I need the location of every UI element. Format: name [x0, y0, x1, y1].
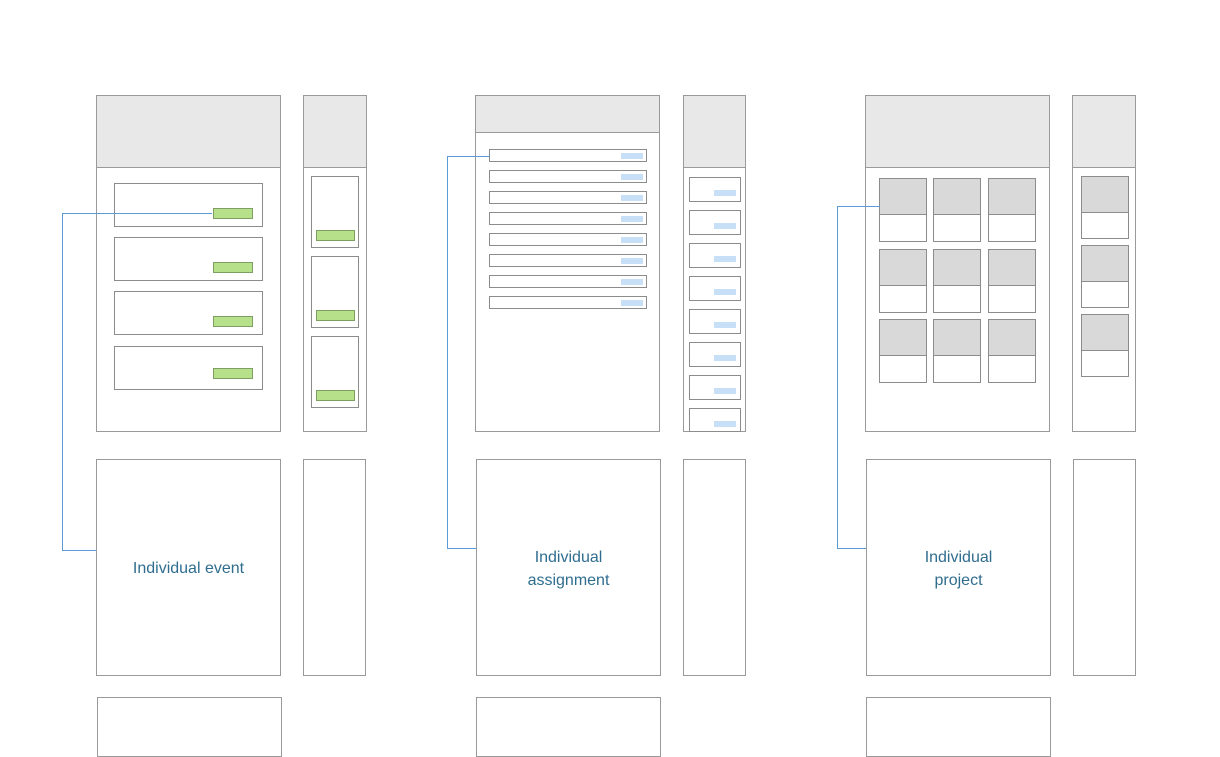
project-tile[interactable]	[933, 249, 981, 313]
assignment-row[interactable]	[489, 191, 647, 204]
assignment-row[interactable]	[489, 296, 647, 309]
project-grid-mobile	[1072, 95, 1136, 432]
event-list-header	[97, 96, 280, 168]
assignment-row-tag	[621, 174, 643, 180]
assignment-row-mobile[interactable]	[689, 210, 741, 235]
project-grid-desktop	[865, 95, 1050, 432]
event-card[interactable]	[114, 237, 263, 281]
event-list-mobile	[303, 95, 367, 432]
event-card[interactable]	[114, 346, 263, 390]
event-list-desktop	[96, 95, 281, 432]
project-next-page	[866, 697, 1051, 757]
project-tile-image	[934, 179, 980, 215]
project-detail-mobile	[1073, 459, 1136, 676]
event-detail-label: Individual event	[132, 560, 245, 577]
assignment-row-tag	[714, 256, 736, 262]
project-tile-mobile[interactable]	[1081, 176, 1129, 239]
project-detail-desktop: Individual project	[866, 459, 1051, 676]
assignment-row-tag	[621, 195, 643, 201]
project-tile-image	[1082, 246, 1128, 282]
event-card-button[interactable]	[213, 368, 253, 379]
assignment-list-desktop	[475, 95, 660, 432]
event-card-mobile[interactable]	[311, 336, 359, 408]
assignment-row[interactable]	[489, 212, 647, 225]
assignment-row-tag	[621, 216, 643, 222]
event-card-button[interactable]	[213, 208, 253, 219]
assignment-row-mobile[interactable]	[689, 177, 741, 202]
project-tile-image	[989, 250, 1035, 286]
assignment-row-mobile[interactable]	[689, 309, 741, 334]
assignment-row-tag	[714, 355, 736, 361]
assignment-row-tag	[714, 190, 736, 196]
assignment-row-mobile[interactable]	[689, 375, 741, 400]
assignment-detail-desktop: Individual assignment	[476, 459, 661, 676]
assignment-row[interactable]	[489, 233, 647, 246]
project-tile-mobile[interactable]	[1081, 314, 1129, 377]
event-detail-desktop: Individual event	[96, 459, 281, 676]
project-tile[interactable]	[988, 178, 1036, 242]
event-connector	[62, 213, 212, 551]
project-tile-image	[880, 179, 926, 215]
event-next-page	[97, 697, 282, 757]
event-card-button[interactable]	[316, 390, 355, 401]
project-tile[interactable]	[988, 249, 1036, 313]
assignment-connector-bottom	[447, 548, 477, 549]
project-grid-mobile-header	[1073, 96, 1135, 168]
assignment-row[interactable]	[489, 170, 647, 183]
assignment-row[interactable]	[489, 275, 647, 288]
assignment-list-mobile-header	[684, 96, 745, 168]
project-tile[interactable]	[879, 319, 927, 383]
assignment-row-tag	[714, 322, 736, 328]
project-tile[interactable]	[933, 319, 981, 383]
event-card-mobile[interactable]	[311, 256, 359, 328]
assignment-row-tag	[714, 388, 736, 394]
event-card-button[interactable]	[213, 262, 253, 273]
assignment-row-tag	[621, 279, 643, 285]
assignment-row-tag	[621, 258, 643, 264]
event-card[interactable]	[114, 183, 263, 227]
event-card-button[interactable]	[316, 230, 355, 241]
assignment-row-mobile[interactable]	[689, 276, 741, 301]
event-card-mobile[interactable]	[311, 176, 359, 248]
project-tile-image	[934, 250, 980, 286]
project-tile[interactable]	[879, 249, 927, 313]
assignment-row-tag	[621, 237, 643, 243]
event-card[interactable]	[114, 291, 263, 335]
project-tile-image	[880, 250, 926, 286]
event-card-button[interactable]	[316, 310, 355, 321]
event-detail-mobile	[303, 459, 366, 676]
event-card-button[interactable]	[213, 316, 253, 327]
project-tile[interactable]	[933, 178, 981, 242]
assignment-row[interactable]	[489, 254, 647, 267]
project-tile-image	[880, 320, 926, 356]
project-tile-image	[989, 179, 1035, 215]
assignment-row-tag	[714, 289, 736, 295]
project-tile-image	[1082, 177, 1128, 213]
assignment-list-header	[476, 96, 659, 133]
event-list-mobile-header	[304, 96, 366, 168]
event-connector-bottom	[62, 550, 97, 551]
assignment-row-tag	[714, 223, 736, 229]
assignment-row-mobile[interactable]	[689, 342, 741, 367]
assignment-next-page	[476, 697, 661, 757]
assignment-row-tag	[714, 421, 736, 427]
assignment-detail-label: Individual assignment	[527, 549, 610, 589]
assignment-row-tag	[621, 153, 643, 159]
assignment-row-tag	[621, 300, 643, 306]
project-detail-label: Individual project	[924, 549, 993, 589]
project-tile[interactable]	[988, 319, 1036, 383]
project-tile-mobile[interactable]	[1081, 245, 1129, 308]
project-connector-bottom	[837, 548, 867, 549]
assignment-row[interactable]	[489, 149, 647, 162]
assignment-detail-mobile	[683, 459, 746, 676]
project-tile-image	[1082, 315, 1128, 351]
project-tile[interactable]	[879, 178, 927, 242]
assignment-row-mobile[interactable]	[689, 408, 741, 432]
project-tile-image	[989, 320, 1035, 356]
assignment-row-mobile[interactable]	[689, 243, 741, 268]
project-tile-image	[934, 320, 980, 356]
project-grid-header	[866, 96, 1049, 168]
assignment-list-mobile	[683, 95, 746, 432]
